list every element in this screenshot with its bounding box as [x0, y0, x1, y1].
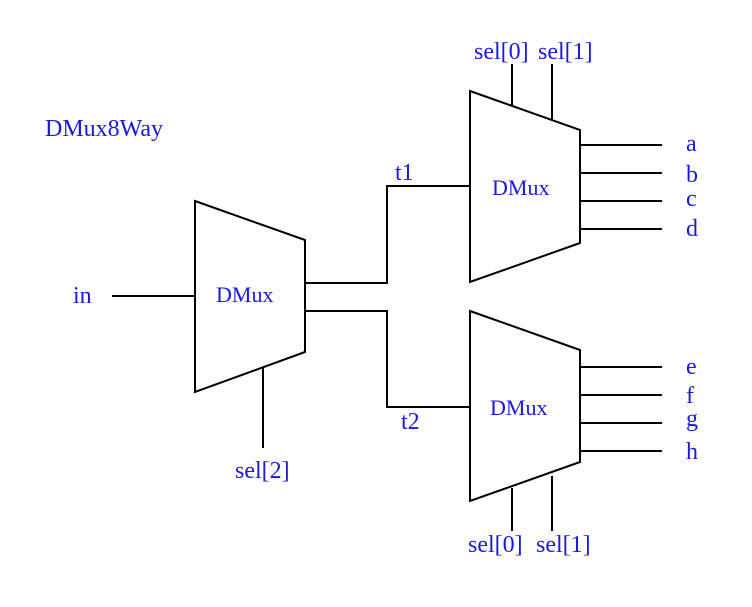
- lower-sel1-label: sel[1]: [536, 532, 591, 558]
- output-f-label: f: [686, 383, 694, 409]
- t1-label: t1: [395, 160, 414, 186]
- lower-dmux-block: [469, 309, 581, 503]
- t2-wire: [305, 310, 470, 408]
- input-label: in: [73, 283, 92, 309]
- diagram-title: DMux8Way: [45, 116, 163, 142]
- t1-wire: [305, 185, 470, 284]
- output-g-label: g: [686, 406, 698, 432]
- lower-dmux-label: DMux: [490, 395, 547, 420]
- output-e-label: e: [686, 354, 697, 380]
- main-dmux-label: DMux: [216, 282, 273, 307]
- main-sel-label: sel[2]: [235, 458, 290, 484]
- output-b-label: b: [686, 162, 698, 188]
- output-c-label: c: [686, 186, 697, 212]
- output-h-label: h: [686, 439, 698, 465]
- upper-dmux-label: DMux: [492, 175, 549, 200]
- upper-sel1-label: sel[1]: [538, 39, 593, 65]
- main-dmux-block: [194, 199, 306, 394]
- output-a-label: a: [686, 131, 697, 157]
- t2-label: t2: [401, 409, 420, 435]
- upper-sel0-label: sel[0]: [474, 39, 529, 65]
- upper-dmux-block: [469, 89, 581, 284]
- output-d-label: d: [686, 216, 698, 242]
- lower-sel0-label: sel[0]: [468, 532, 523, 558]
